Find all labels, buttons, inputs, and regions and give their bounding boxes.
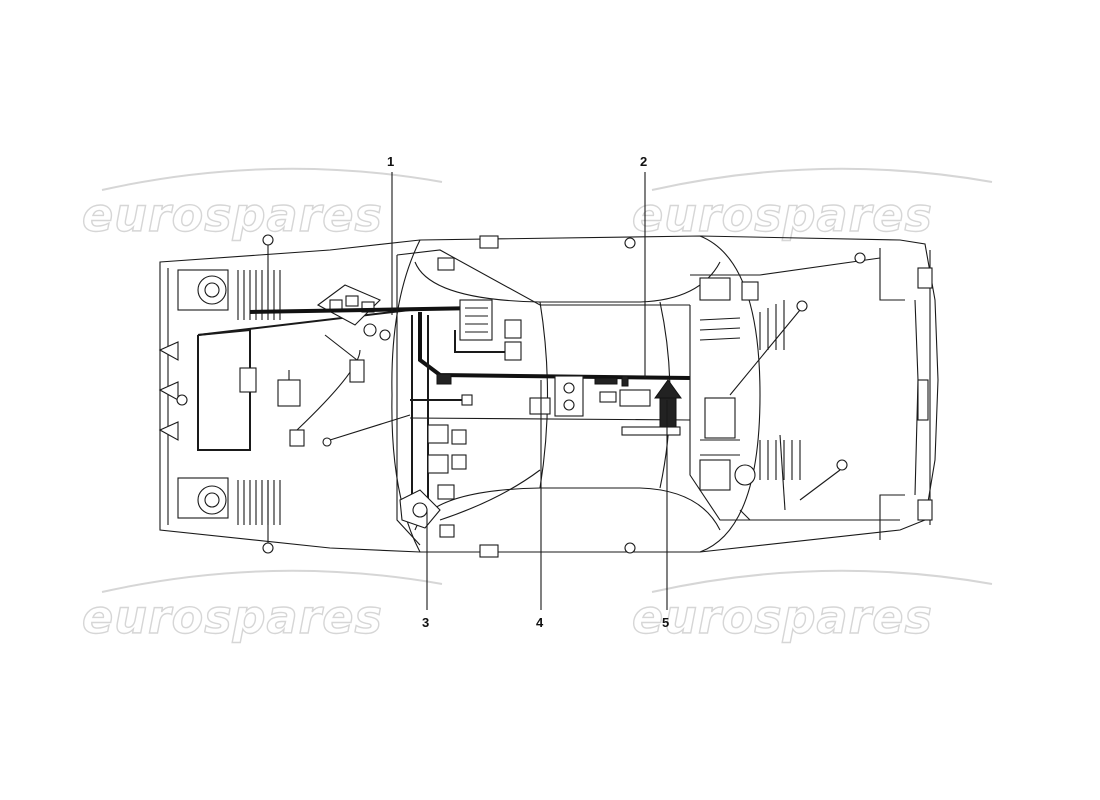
front-harness xyxy=(197,234,411,554)
lower-relay-cluster xyxy=(399,235,636,558)
callout-2: 2 xyxy=(640,154,648,169)
front-compartment xyxy=(158,269,281,525)
fuse-box xyxy=(436,299,522,385)
callout-1: 1 xyxy=(387,154,395,169)
callout-4: 4 xyxy=(536,615,544,630)
car-body-outline xyxy=(159,235,939,553)
engine-bay xyxy=(699,252,866,521)
center-console xyxy=(461,375,682,436)
callout-5: 5 xyxy=(662,615,670,630)
callout-3: 3 xyxy=(422,615,430,630)
callout-leaders xyxy=(391,172,668,610)
